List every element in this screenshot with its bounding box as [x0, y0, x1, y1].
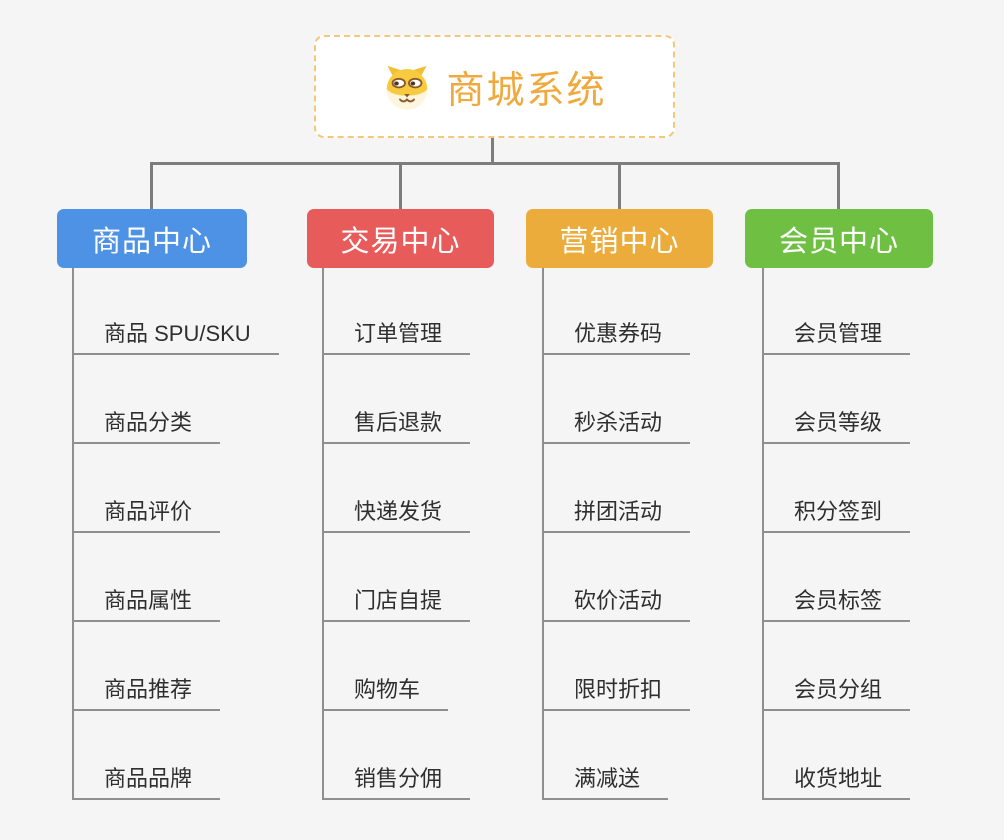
leaf-topic[interactable]: 商品属性 — [72, 586, 221, 622]
branch-label: 会员中心 — [778, 225, 899, 258]
leaf-topic[interactable]: 优惠券码 — [542, 319, 691, 355]
branch-trunk-line — [762, 268, 764, 800]
leaf-topic[interactable]: 商品品牌 — [72, 764, 221, 800]
leaf-topic[interactable]: 拼团活动 — [542, 497, 691, 533]
branch-label: 营销中心 — [559, 225, 680, 258]
leaf-topic[interactable]: 门店自提 — [322, 586, 471, 622]
leaf-topic[interactable]: 商品评价 — [72, 497, 221, 533]
leaf-topic[interactable]: 积分签到 — [762, 497, 911, 533]
leaf-topic[interactable]: 会员等级 — [762, 408, 911, 444]
leaf-topic[interactable]: 购物车 — [322, 675, 449, 711]
leaf-topic[interactable]: 订单管理 — [322, 319, 471, 355]
leaf-topic[interactable]: 收货地址 — [762, 764, 911, 800]
root-node[interactable]: 商城系统 — [314, 35, 675, 138]
branch-drop-line — [837, 162, 840, 210]
leaf-topic[interactable]: 限时折扣 — [542, 675, 691, 711]
leaf-topic[interactable]: 会员标签 — [762, 586, 911, 622]
leaf-topic[interactable]: 商品推荐 — [72, 675, 221, 711]
leaf-topic[interactable]: 商品 SPU/SKU — [72, 319, 279, 355]
leaf-topic[interactable]: 销售分佣 — [322, 764, 471, 800]
branch-node-marketing[interactable]: 营销中心 — [526, 209, 713, 268]
branch-node-member[interactable]: 会员中心 — [745, 209, 933, 268]
branch-node-product[interactable]: 商品中心 — [57, 209, 247, 268]
branch-label: 商品中心 — [91, 225, 212, 258]
leaf-topic[interactable]: 商品分类 — [72, 408, 221, 444]
leaf-topic[interactable]: 会员分组 — [762, 675, 911, 711]
leaf-topic[interactable]: 会员管理 — [762, 319, 911, 355]
leaf-topic[interactable]: 快递发货 — [322, 497, 471, 533]
leaf-topic[interactable]: 满减送 — [542, 764, 669, 800]
branch-bus-line — [150, 162, 840, 165]
branch-drop-line — [399, 162, 402, 210]
branch-trunk-line — [542, 268, 544, 800]
leaf-topic[interactable]: 砍价活动 — [542, 586, 691, 622]
root-title: 商城系统 — [446, 70, 607, 112]
branch-label: 交易中心 — [340, 225, 461, 258]
dog-face-icon — [387, 65, 428, 110]
branch-drop-line — [618, 162, 621, 210]
branch-drop-line — [150, 162, 153, 210]
leaf-topic[interactable]: 售后退款 — [322, 408, 471, 444]
leaf-topic[interactable]: 秒杀活动 — [542, 408, 691, 444]
root-connector-line — [491, 138, 494, 164]
branch-trunk-line — [72, 268, 74, 800]
branch-trunk-line — [322, 268, 324, 800]
branch-node-trade[interactable]: 交易中心 — [307, 209, 494, 268]
